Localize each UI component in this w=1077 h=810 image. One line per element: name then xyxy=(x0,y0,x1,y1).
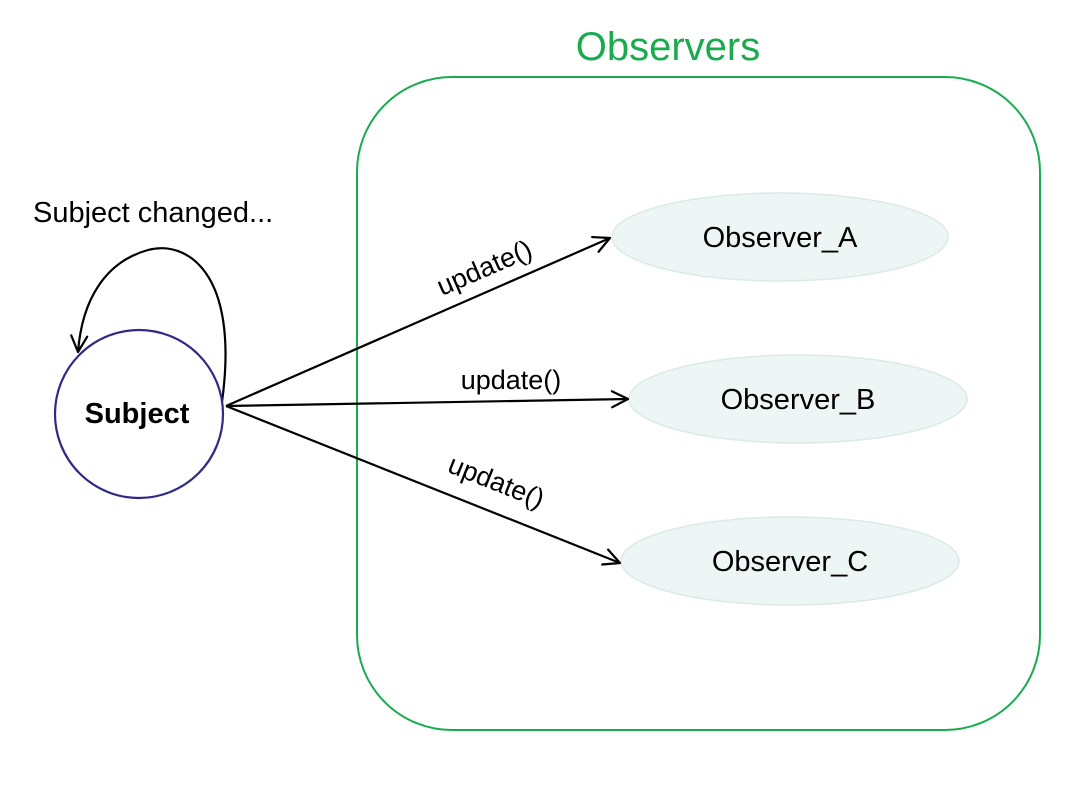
subject-node[interactable] xyxy=(53,328,225,500)
observer-c-label: Observer_C xyxy=(712,546,868,578)
edge-to-observer-a xyxy=(225,235,612,408)
subject-label: Subject xyxy=(85,398,190,430)
edge-label-c: update() xyxy=(444,449,549,514)
observer-b-label: Observer_B xyxy=(721,384,876,416)
observer-a-node[interactable] xyxy=(611,192,949,282)
subject-self-loop-arrow xyxy=(70,247,227,403)
edge-to-observer-b xyxy=(225,390,630,409)
subject-note: Subject changed... xyxy=(33,197,273,229)
observers-group-title: Observers xyxy=(576,25,761,69)
edge-to-observer-c xyxy=(225,404,622,566)
edge-label-b: update() xyxy=(461,365,562,395)
observer-a-label: Observer_A xyxy=(703,222,858,254)
edge-label-a: update() xyxy=(432,234,536,302)
